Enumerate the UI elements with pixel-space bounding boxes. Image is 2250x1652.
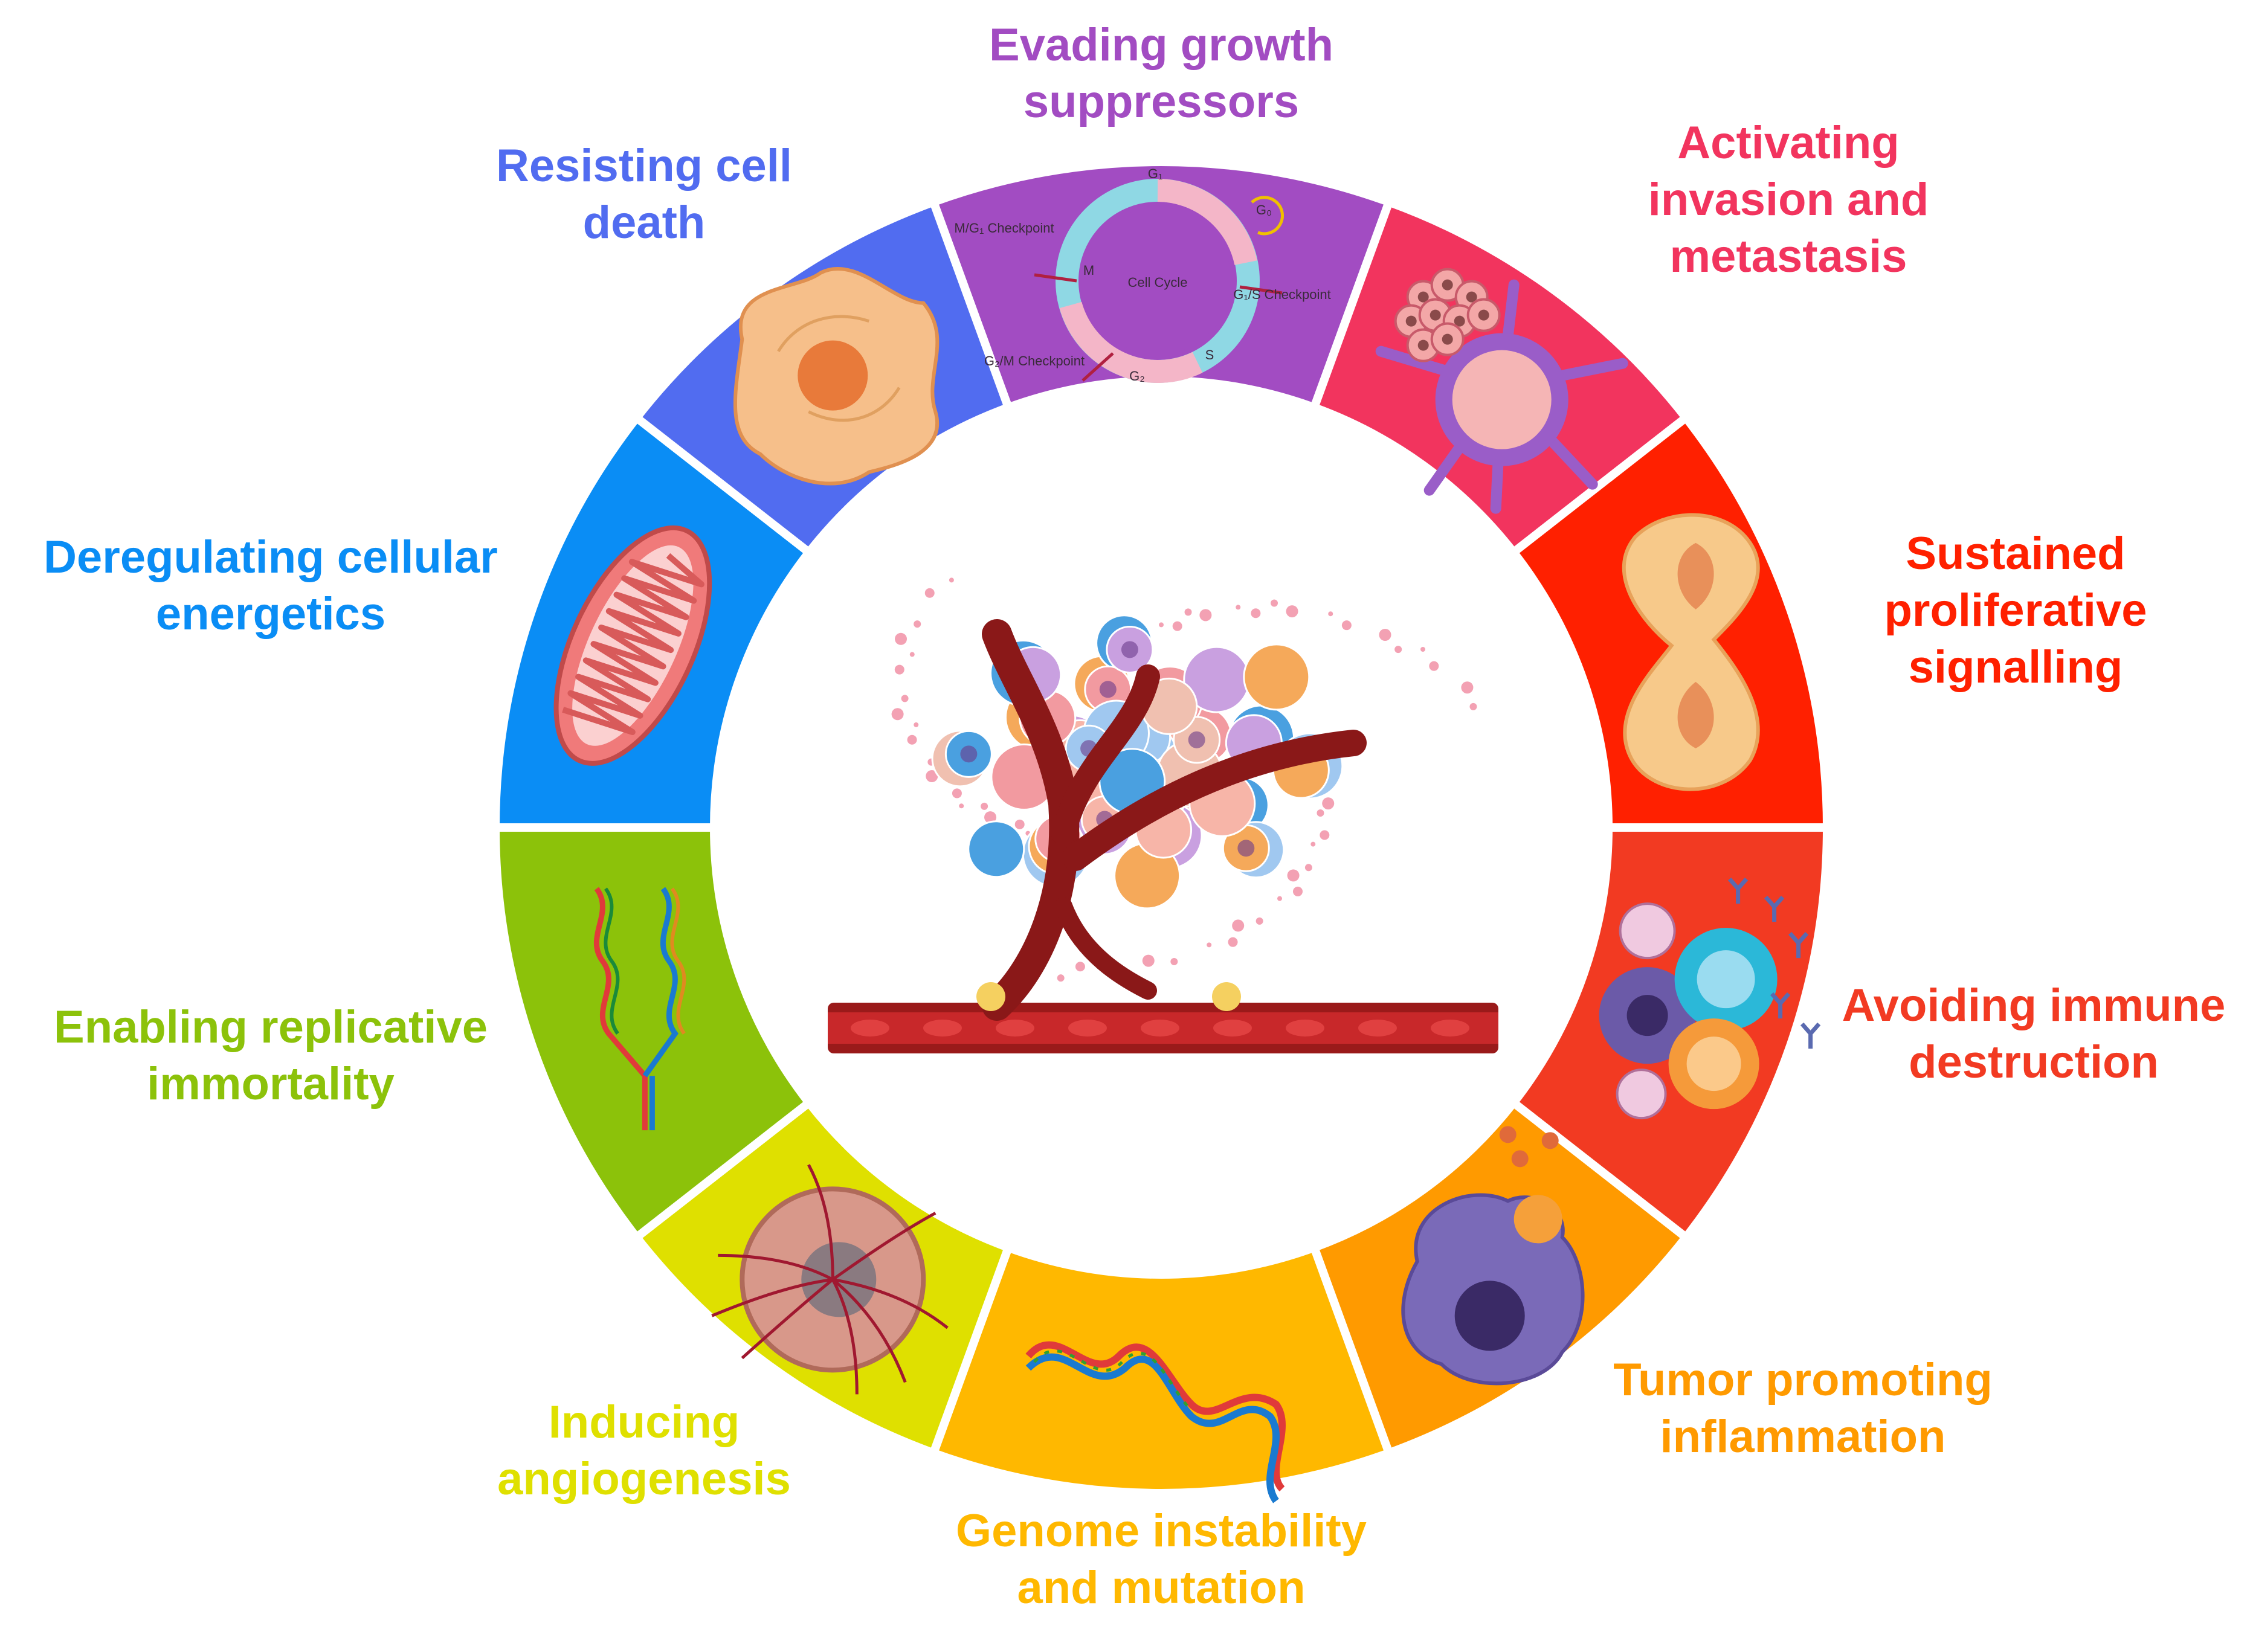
hallmark-label-line: death <box>583 197 706 248</box>
dna-strand-icon <box>1025 1341 1286 1503</box>
cell-cycle-label: G₁/S Checkpoint <box>1233 287 1331 302</box>
ring-segment-enabling-replicative-immortality <box>491 823 815 1244</box>
hallmark-label-line: and mutation <box>1017 1562 1305 1613</box>
tumor-microenvironment-icon <box>828 577 1498 1053</box>
cell-cycle-label: M/G₁ Checkpoint <box>954 220 1054 236</box>
hallmark-label-line: energetics <box>156 588 385 640</box>
hallmark-label-line: Inducing <box>549 1396 740 1448</box>
hallmark-label-line: invasion and <box>1648 174 1929 225</box>
hallmark-label-line: Resisting cell <box>496 140 792 191</box>
hallmark-label-line: Deregulating cellular <box>44 532 498 583</box>
cell-cycle-label: G₂/M Checkpoint <box>984 353 1085 368</box>
hallmark-label-line: suppressors <box>1023 76 1299 127</box>
cell-cycle-label: M <box>1083 263 1094 278</box>
hallmark-label-line: signalling <box>1909 641 2123 693</box>
macrophage-icon <box>1401 1126 1585 1386</box>
immune-cells-icon <box>1599 877 1821 1120</box>
hallmark-label-resisting-cell-death: Resisting cell death <box>496 140 792 248</box>
cell-cycle-label: G₁ <box>1148 166 1163 181</box>
hallmark-label-line: Genome instability <box>956 1505 1367 1557</box>
hallmark-label-line: inflammation <box>1660 1411 1946 1462</box>
hallmark-label-line: immortality <box>147 1058 395 1110</box>
hallmark-label-avoiding-immune-destruction: Avoiding immune destruction <box>1842 980 2226 1088</box>
apoptotic-cell-icon <box>733 267 940 486</box>
invasion-cell-icon <box>1375 268 1628 514</box>
hallmark-label-line: metastasis <box>1670 231 1907 282</box>
hallmark-label-line: Avoiding immune <box>1842 980 2226 1031</box>
hallmark-label-line: Activating <box>1677 117 1899 169</box>
hallmark-label-line: proliferative <box>1884 585 2147 636</box>
hallmark-label-line: Evading growth <box>989 19 1333 71</box>
hallmark-label-line: angiogenesis <box>497 1453 791 1505</box>
cell-cycle-label: G₀ <box>1256 202 1272 217</box>
hallmark-label-line: Enabling replicative <box>54 1001 488 1053</box>
dna-replication-icon <box>593 887 686 1131</box>
cell-cycle-label: G₂ <box>1129 368 1145 384</box>
hallmark-label-line: Tumor promoting <box>1613 1354 1993 1406</box>
hallmark-label-line: destruction <box>1909 1037 2159 1088</box>
cell-cycle-title: Cell Cycle <box>1127 275 1187 290</box>
vascularized-tumor-icon <box>711 1164 949 1395</box>
hallmark-label-line: Sustained <box>1906 528 2125 579</box>
mitochondrion-icon <box>553 525 712 766</box>
dividing-cell-icon <box>1622 513 1760 791</box>
cell-cycle-label: S <box>1205 347 1214 362</box>
